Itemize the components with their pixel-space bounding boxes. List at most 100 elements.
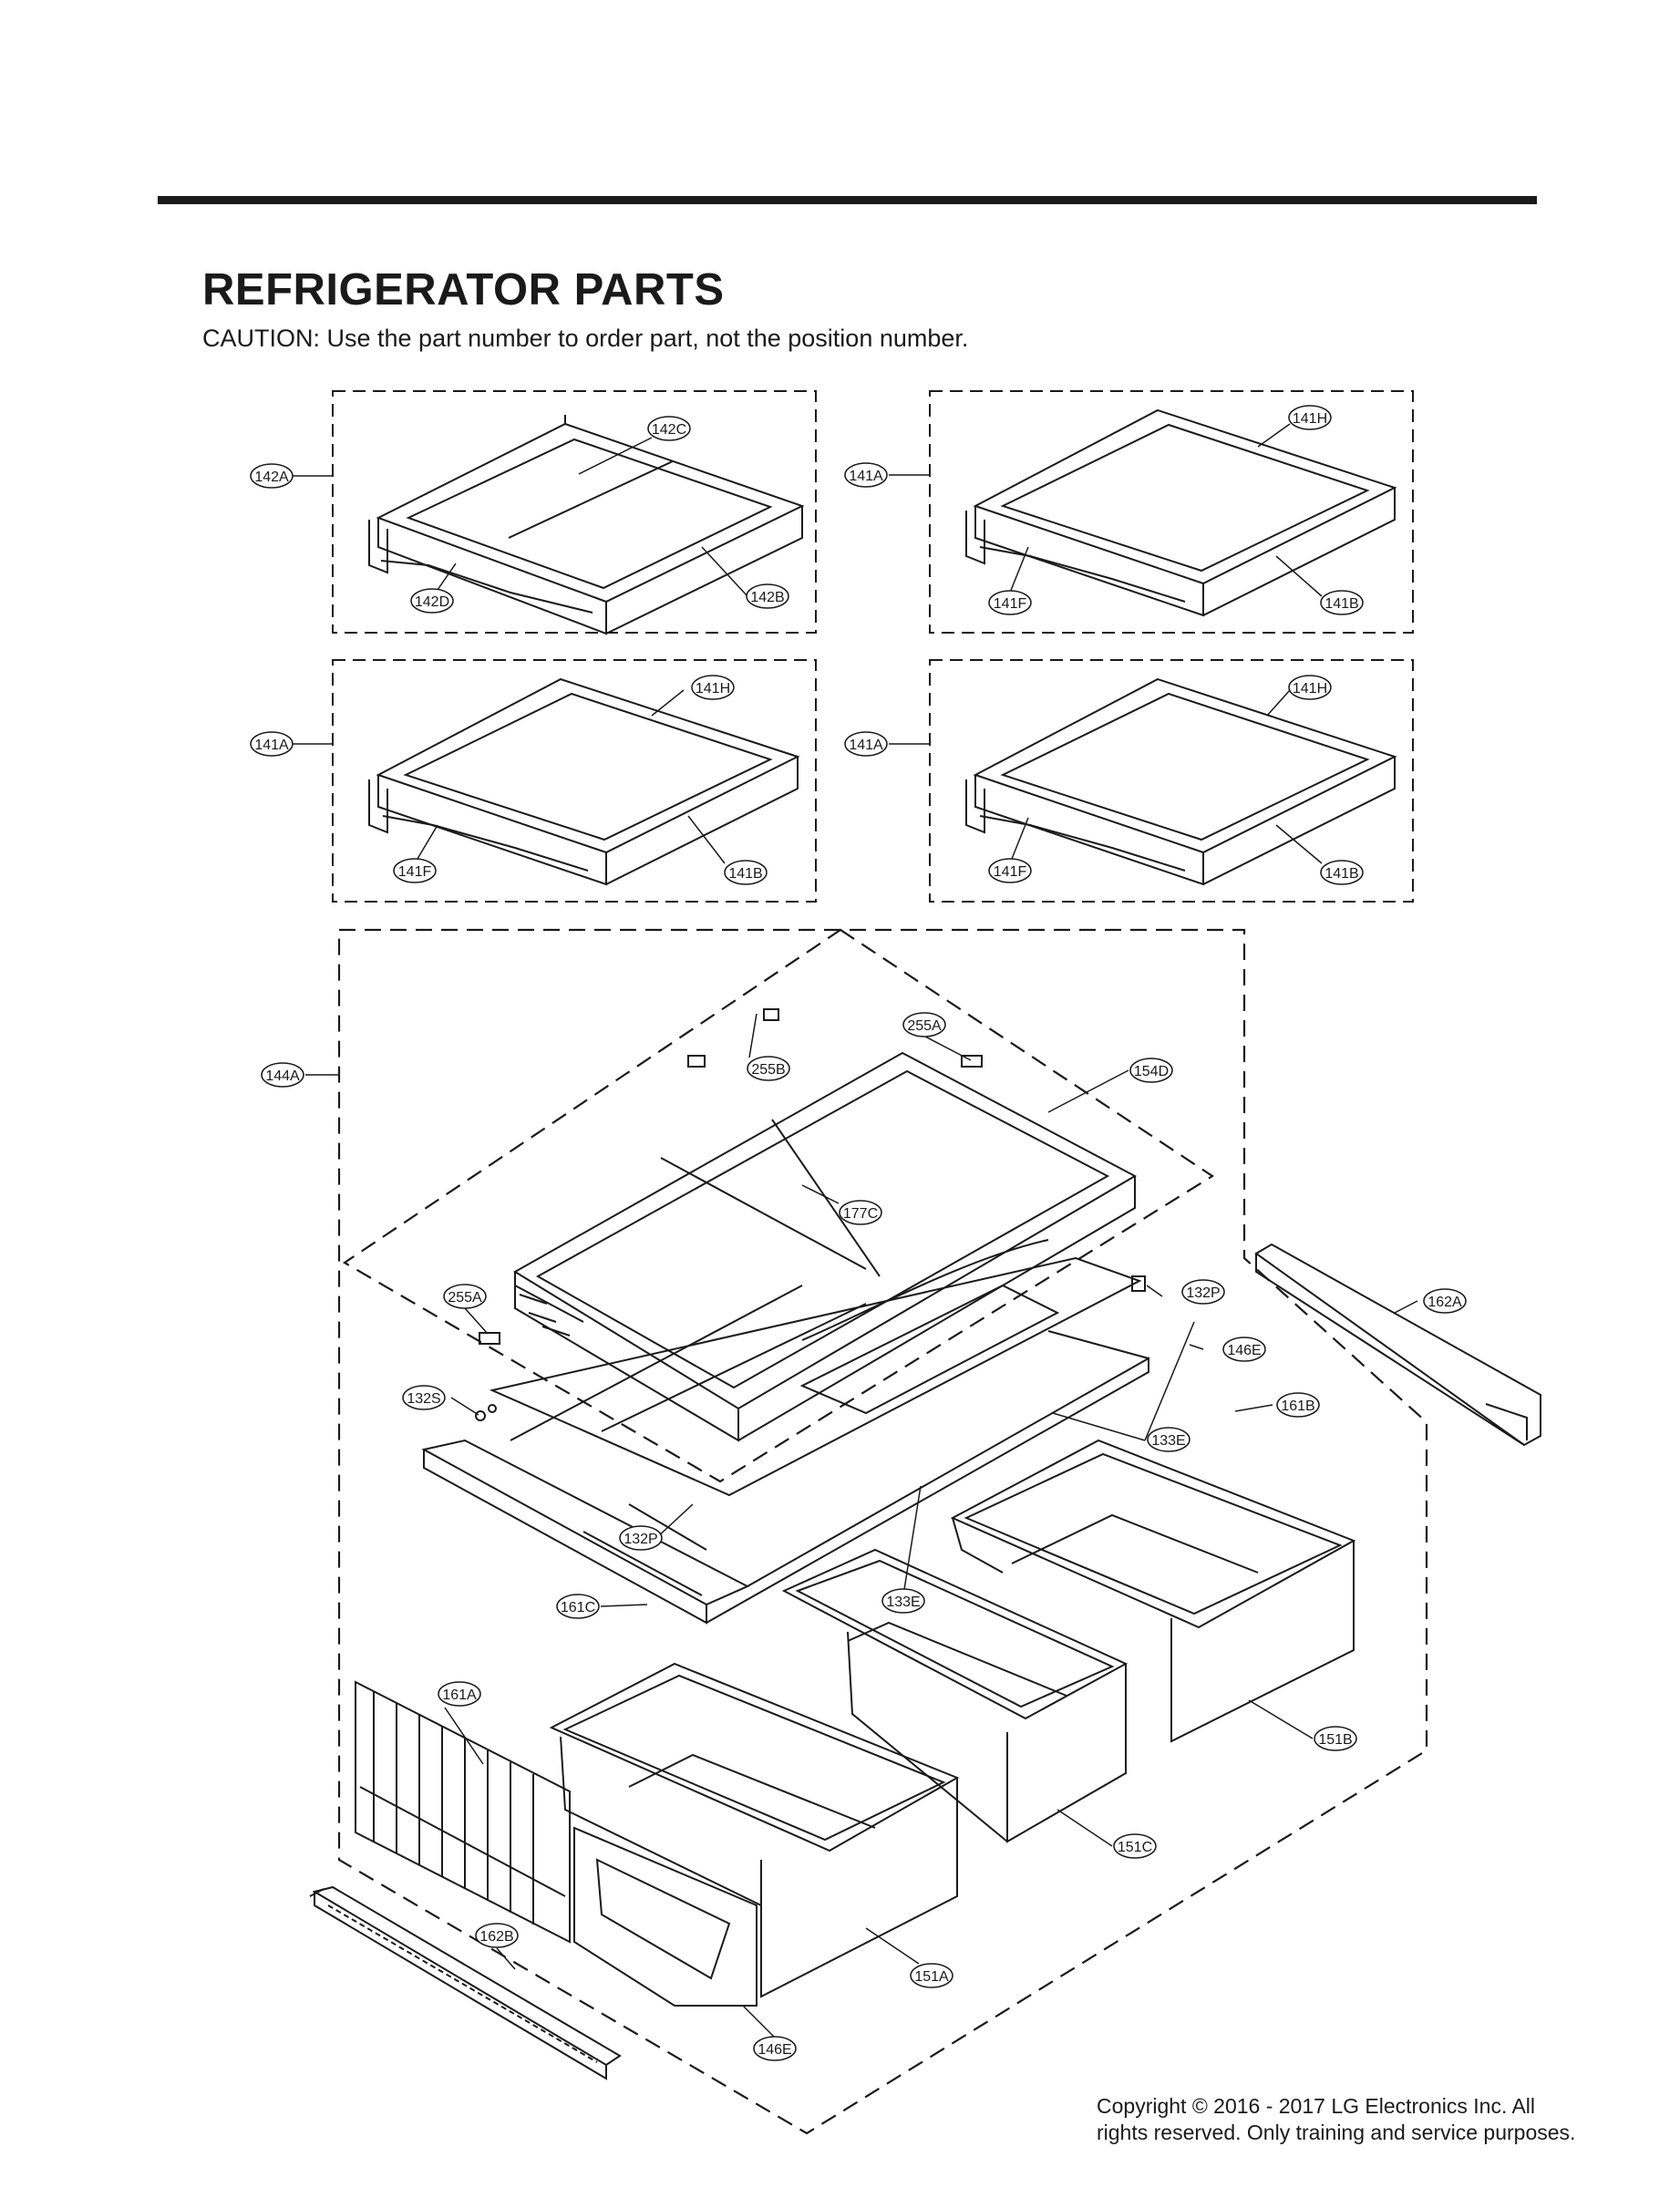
callout-label: 141A: [849, 469, 883, 484]
callout-144a: 144A: [261, 1062, 304, 1088]
callout-label: 255A: [448, 1290, 482, 1306]
callout-141a-2: 141A: [250, 731, 294, 757]
clip-255a-top: [961, 1055, 983, 1068]
callout-141h-2: 141H: [691, 675, 735, 700]
callout-141f-1: 141F: [988, 590, 1032, 615]
slide-frame: [421, 1284, 1149, 1625]
callout-label: 132S: [407, 1391, 440, 1407]
callout-142a: 142A: [250, 463, 294, 489]
drawer-151a: [549, 1662, 960, 1998]
front-rail-162b: [309, 1885, 622, 2080]
callout-142b: 142B: [746, 583, 789, 609]
callout-162b: 162B: [475, 1923, 519, 1948]
callout-label: 177C: [843, 1206, 878, 1222]
callout-146e-bottom: 146E: [753, 2036, 797, 2061]
box-shelf-mid-left: [332, 659, 817, 903]
callout-label: 142C: [652, 422, 686, 438]
callout-132s: 132S: [402, 1385, 446, 1410]
callout-141b-2: 141B: [724, 860, 768, 885]
caution-note: CAUTION: Use the part number to order pa…: [202, 325, 969, 352]
callout-label: 141H: [1293, 681, 1327, 697]
callout-label: 132P: [624, 1532, 657, 1547]
box-crisper-cover: [342, 928, 1215, 1483]
callout-label: 144A: [265, 1068, 300, 1084]
callout-label: 162A: [1427, 1295, 1462, 1310]
callout-142d: 142D: [410, 588, 454, 614]
callout-255a-top: 255A: [902, 1012, 946, 1037]
callout-141f-2: 141F: [393, 858, 437, 883]
copyright-notice: Copyright © 2016 - 2017 LG Electronics I…: [1097, 2093, 1607, 2146]
callout-label: 146E: [1227, 1343, 1261, 1358]
callout-151c: 151C: [1113, 1833, 1157, 1859]
callout-label: 133E: [886, 1595, 920, 1610]
clip-255b: [687, 1055, 706, 1068]
drawer-151b: [950, 1439, 1356, 1743]
crisper-cover-glass: [489, 1256, 1142, 1497]
callout-label: 151C: [1118, 1840, 1152, 1855]
callout-label: 141F: [994, 864, 1027, 880]
tray-146e-bottom: [573, 1826, 758, 2007]
screw-132s-b: [488, 1404, 497, 1413]
callout-label: 141F: [994, 596, 1027, 612]
callout-141h-3: 141H: [1288, 675, 1332, 700]
callout-label: 161C: [561, 1600, 595, 1615]
shelf-glass-mid-left: [368, 677, 800, 886]
callout-label: 141B: [728, 866, 762, 882]
callout-label: 142A: [254, 470, 289, 485]
copyright-line-1: Copyright © 2016 - 2017 LG Electronics I…: [1097, 2094, 1536, 2118]
crisper-cover-frame: [513, 1051, 1138, 1442]
callout-255b: 255B: [747, 1056, 790, 1081]
callout-151b: 151B: [1314, 1726, 1357, 1751]
clip-255a-left: [479, 1332, 500, 1345]
callout-label: 255A: [907, 1018, 942, 1034]
callout-label: 161A: [442, 1687, 477, 1703]
box-shelf-top-right: [929, 390, 1414, 634]
callout-141h-1: 141H: [1288, 405, 1332, 430]
callout-133e-mid: 133E: [881, 1588, 925, 1614]
callout-label: 141B: [1324, 596, 1358, 612]
shelf-glass-mid-right: [965, 677, 1397, 886]
callout-177c: 177C: [839, 1200, 882, 1225]
callout-154d: 154D: [1129, 1058, 1173, 1083]
callout-label: 161B: [1281, 1398, 1314, 1414]
box-shelf-mid-right: [929, 659, 1414, 903]
callout-255a-left: 255A: [443, 1284, 487, 1309]
callout-label: 151B: [1318, 1732, 1352, 1748]
callout-161a: 161A: [438, 1681, 481, 1707]
callout-label: 141F: [398, 864, 432, 880]
callout-label: 255B: [751, 1062, 785, 1078]
header-rule: [158, 196, 1537, 204]
clip-255b-top: [763, 1008, 779, 1021]
callout-label: 141A: [849, 738, 883, 753]
callout-132p-left: 132P: [619, 1525, 663, 1551]
clip-132p-right: [1131, 1275, 1146, 1292]
callout-141f-3: 141F: [988, 858, 1032, 883]
callout-label: 146E: [758, 2042, 791, 2058]
callout-label: 133E: [1151, 1433, 1185, 1449]
callouts: 142A 142C 142D 142B 141A 141H 141F 141B …: [250, 405, 1467, 2061]
callout-141a-3: 141A: [844, 731, 888, 757]
screw-132s: [475, 1410, 486, 1421]
callout-label: 142B: [750, 590, 784, 605]
callout-label: 151A: [914, 1969, 949, 1985]
callout-132p-top: 132P: [1181, 1279, 1225, 1305]
callout-label: 132P: [1186, 1285, 1220, 1301]
shelf-glass-top-right: [965, 408, 1397, 617]
callout-label: 141B: [1324, 866, 1358, 882]
callout-151a: 151A: [910, 1963, 953, 1988]
callout-label: 141H: [1293, 411, 1327, 427]
box-crisper-assembly: [337, 928, 1428, 2135]
callout-label: 142D: [415, 594, 449, 610]
callout-142c: 142C: [647, 416, 691, 441]
box-shelf-top-left: [332, 390, 817, 634]
callout-161c: 161C: [556, 1594, 600, 1619]
callout-141b-1: 141B: [1320, 590, 1364, 615]
callout-141a-1: 141A: [844, 462, 888, 488]
callout-146e-top: 146E: [1222, 1337, 1266, 1362]
copyright-line-2: rights reserved. Only training and servi…: [1097, 2121, 1576, 2144]
shelf-split-glass: [368, 415, 805, 635]
side-cover-161a: [355, 1680, 571, 1944]
callout-label: 141A: [254, 738, 289, 753]
leader-lines: [292, 423, 1418, 2038]
